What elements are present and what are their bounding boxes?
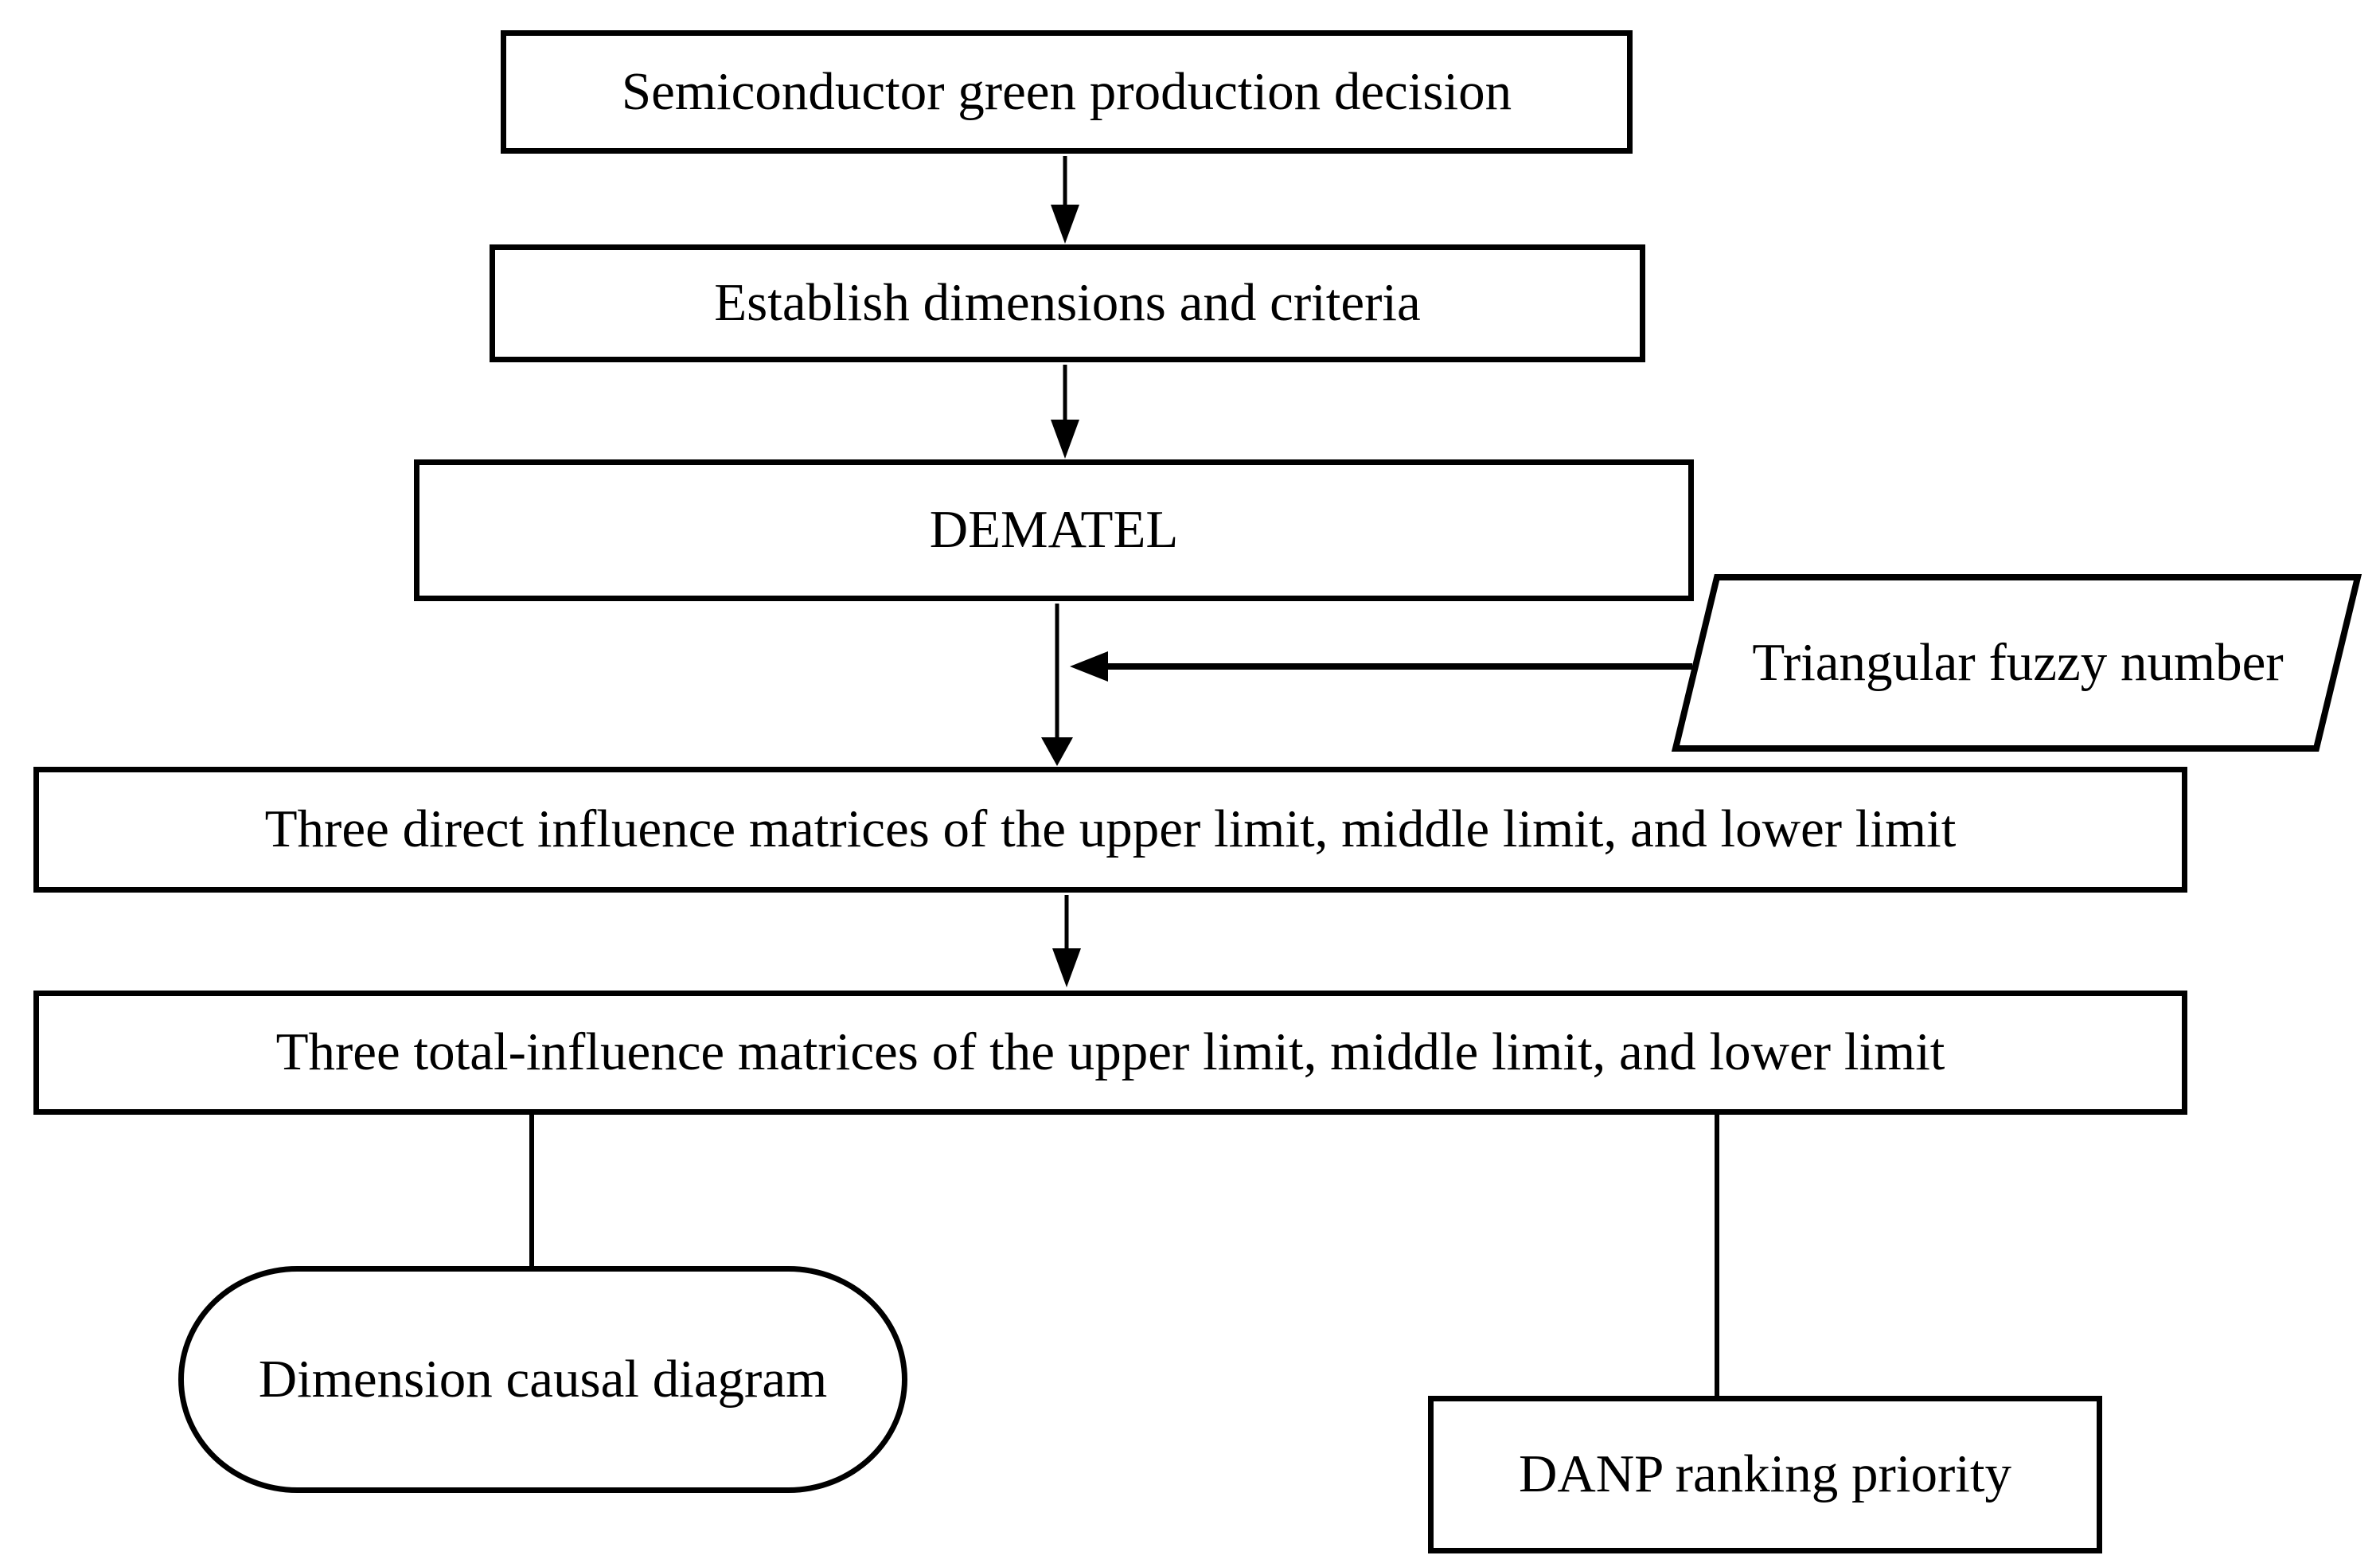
arrowhead-fuzzy-connector [1070, 651, 1108, 682]
node-fuzzy-outline [1671, 574, 2362, 752]
node-label-establish: Establish dimensions and criteria [714, 273, 1421, 333]
node-triangular-fuzzy-number: Triangular fuzzy number [1719, 577, 2316, 748]
node-dematel: DEMATEL [414, 459, 1694, 601]
node-label-dematel: DEMATEL [929, 500, 1179, 560]
node-label-danp: DANP ranking priority [1518, 1444, 2012, 1504]
node-dimension-causal-diagram: Dimension causal diagram [178, 1266, 907, 1493]
node-three-direct-influence-matrices: Three direct influence matrices of the u… [33, 767, 2187, 893]
node-establish-dimensions-criteria: Establish dimensions and criteria [490, 244, 1645, 362]
node-three-total-influence-matrices: Three total-influence matrices of the up… [33, 991, 2187, 1115]
arrowhead-decision-establish [1051, 205, 1079, 244]
node-label-direct: Three direct influence matrices of the u… [264, 799, 1957, 859]
node-label-causal: Dimension causal diagram [258, 1349, 828, 1409]
node-label-decision: Semiconductor green production decision [621, 61, 1512, 121]
arrowhead-establish-dematel [1051, 420, 1079, 459]
node-label-total: Three total-influence matrices of the up… [275, 1022, 1945, 1082]
arrowhead-direct-total [1052, 948, 1081, 987]
arrowhead-dematel-direct [1041, 737, 1073, 766]
node-semiconductor-green-production-decision: Semiconductor green production decision [501, 30, 1633, 154]
node-danp-ranking-priority: DANP ranking priority [1428, 1396, 2102, 1553]
node-label-fuzzy: Triangular fuzzy number [1752, 632, 2284, 692]
